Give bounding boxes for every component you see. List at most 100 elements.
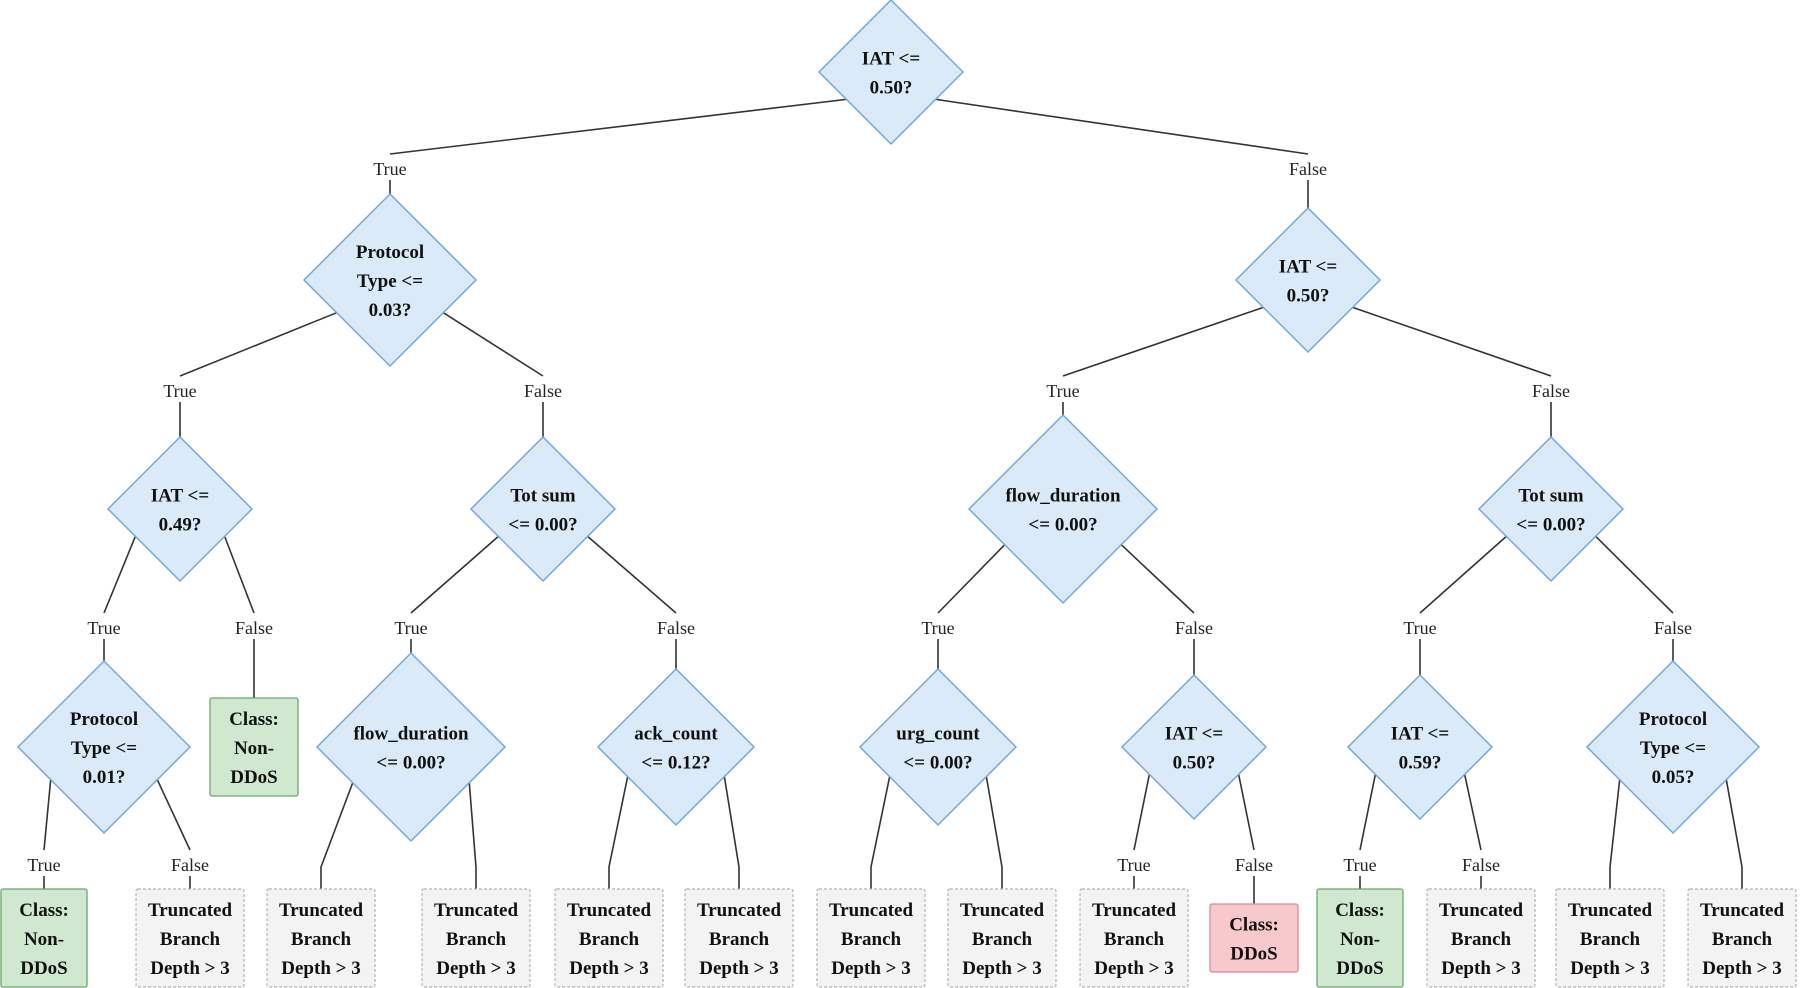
node-label-line: Branch [1451,929,1512,950]
node-label-line: Tot sum [1518,486,1583,507]
edge-line [608,776,629,889]
decision-diamond [967,413,1159,605]
node-label-line: <= 0.00? [508,515,577,536]
node-label-line: Branch [972,929,1033,950]
node-label-line: Depth > 3 [1702,958,1781,979]
edge-line [1595,535,1674,661]
edge-line [410,535,499,653]
tree-edge: True [373,98,847,194]
edge-label: False [1654,618,1692,638]
decision-diamond [596,667,756,827]
node-label-line: Truncated [829,900,914,921]
leaf-box [1687,888,1797,988]
node-label-line: Truncated [1700,900,1785,921]
edge-line [1359,774,1377,889]
edge-line [1419,535,1507,675]
node-label-line: urg_count [896,724,980,745]
node-label-line: Branch [291,929,352,950]
edge-label: True [163,381,196,401]
tree-edge: False [1462,774,1500,889]
edge-label: False [235,618,273,638]
leaf-box [1209,903,1299,973]
edge-line [723,776,740,889]
node-label-line: IAT <= [1391,724,1449,745]
edge-line [442,312,544,437]
decision-node: IAT <=0.50? [1234,206,1382,354]
node-label-line: Truncated [279,900,364,921]
edge-line [43,779,52,889]
node-label-line: Depth > 3 [281,958,360,979]
node-label-line: IAT <= [862,49,920,70]
node-label-line: Type <= [71,738,137,759]
edge-line [870,776,891,889]
edge-label: False [1175,618,1213,638]
node-label-line: Depth > 3 [962,958,1041,979]
node-label-line: Depth > 3 [436,958,515,979]
edge-line [1609,779,1621,889]
leaf-box [1426,888,1536,988]
node-label-line: Protocol [356,242,424,263]
node-label-line: DDoS [20,958,68,979]
edge-line [1120,544,1195,675]
leaf-box [947,888,1057,988]
tree-edge [1725,779,1743,889]
node-label-line: 0.50? [1287,286,1330,307]
node-label-line: Truncated [1439,900,1524,921]
decision-node: Tot sum<= 0.00? [1477,435,1625,583]
edge-label: False [1532,381,1570,401]
node-label-line: Branch [1580,929,1641,950]
edge-line [156,779,191,889]
tree-edge: False [587,535,695,669]
node-label-line: Branch [1104,929,1165,950]
node-label-line: Tot sum [510,486,575,507]
tree-edge: False [935,98,1327,208]
decision-diamond [302,192,478,368]
edge-label: True [27,855,60,875]
leaf-box [266,888,376,988]
node-label-line: DDoS [1230,944,1278,965]
node-label-line: 0.50? [1173,753,1216,774]
tree-edge: False [156,779,209,889]
edge-label: True [87,618,120,638]
edge-label: False [1462,855,1500,875]
edge-label: False [171,855,209,875]
tree-edge [1609,779,1621,889]
node-label-line: Truncated [1092,900,1177,921]
node-label-line: Branch [709,929,770,950]
class-leaf-node: Class:Non-DDoS [0,888,88,988]
tree-edge: True [1046,306,1264,415]
decision-node: flow_duration<= 0.00? [315,651,507,843]
leaf-box [684,888,794,988]
tree-edge [320,782,354,889]
leaf-box [554,888,664,988]
node-label-line: Class: [19,900,69,921]
tree-edge: False [1352,306,1570,437]
node-label-line: IAT <= [151,486,209,507]
decision-diamond [1477,435,1625,583]
edge-label: False [1289,159,1327,179]
decision-node: Tot sum <= 0.00? [469,435,617,583]
edge-line [179,311,337,437]
node-label-line: Truncated [960,900,1045,921]
edge-line [389,98,847,194]
leaf-box [1316,888,1404,988]
decision-node: IAT <=0.49? [106,435,254,583]
decision-diamond [106,435,254,583]
node-label-line: Depth > 3 [1441,958,1520,979]
tree-edge: False [1595,535,1692,661]
node-label-line: Branch [841,929,902,950]
node-label-line: Truncated [148,900,233,921]
node-label-line: Depth > 3 [1094,958,1173,979]
edge-line [320,782,354,889]
edge-line [1463,774,1482,889]
edge-line [985,776,1003,889]
